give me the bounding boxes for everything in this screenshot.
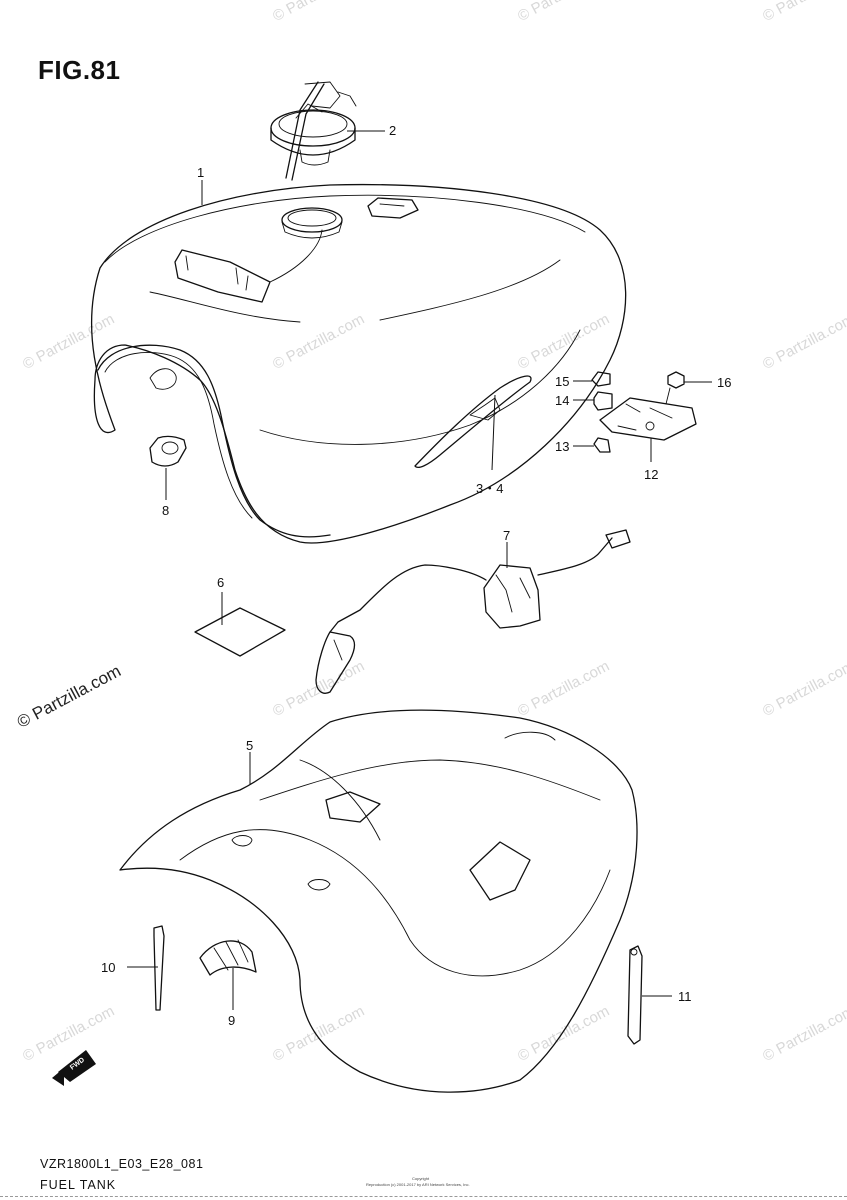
label-sheet-drawing (194, 607, 286, 657)
copyright-title: Copyright (412, 1176, 430, 1181)
figure-title: FIG.81 (38, 55, 121, 85)
callout-1: 1 (197, 165, 205, 180)
callout-9: 9 (228, 1013, 236, 1028)
fuel-cap-drawing (270, 81, 357, 181)
strap-drawing (627, 945, 643, 1045)
callout-13: 13 (555, 439, 570, 454)
diagram-caption: FUEL TANK (40, 1178, 117, 1192)
bottom-divider (0, 1196, 847, 1197)
callout-3-4: 3・4 (476, 481, 504, 496)
diagram-code: VZR1800L1_E03_E28_081 (40, 1157, 204, 1171)
callout-8: 8 (162, 503, 170, 518)
copyright-text: Reproduction (c) 2001-2017 by ARI Networ… (366, 1182, 470, 1187)
tank-bracket-drawing (591, 371, 697, 453)
tank-cover-drawing (119, 709, 638, 1093)
callout-10: 10 (101, 960, 116, 975)
forward-direction-icon: FWD (52, 1050, 96, 1086)
callout-6: 6 (217, 575, 225, 590)
callout-16: 16 (717, 375, 732, 390)
callout-5: 5 (246, 738, 254, 753)
leader-lines (127, 130, 712, 1010)
grommet-drawing (199, 939, 257, 976)
callout-14: 14 (555, 393, 570, 408)
cable-tie-drawing (153, 925, 165, 1011)
fuel-tank-drawing (90, 183, 627, 544)
callout-15: 15 (555, 374, 570, 389)
callout-7: 7 (503, 528, 511, 543)
fuel-sensor-drawing (315, 529, 631, 694)
cushion-drawing (149, 435, 187, 467)
callout-11: 11 (678, 989, 692, 1004)
callout-2: 2 (389, 123, 397, 138)
callout-12: 12 (644, 467, 659, 482)
